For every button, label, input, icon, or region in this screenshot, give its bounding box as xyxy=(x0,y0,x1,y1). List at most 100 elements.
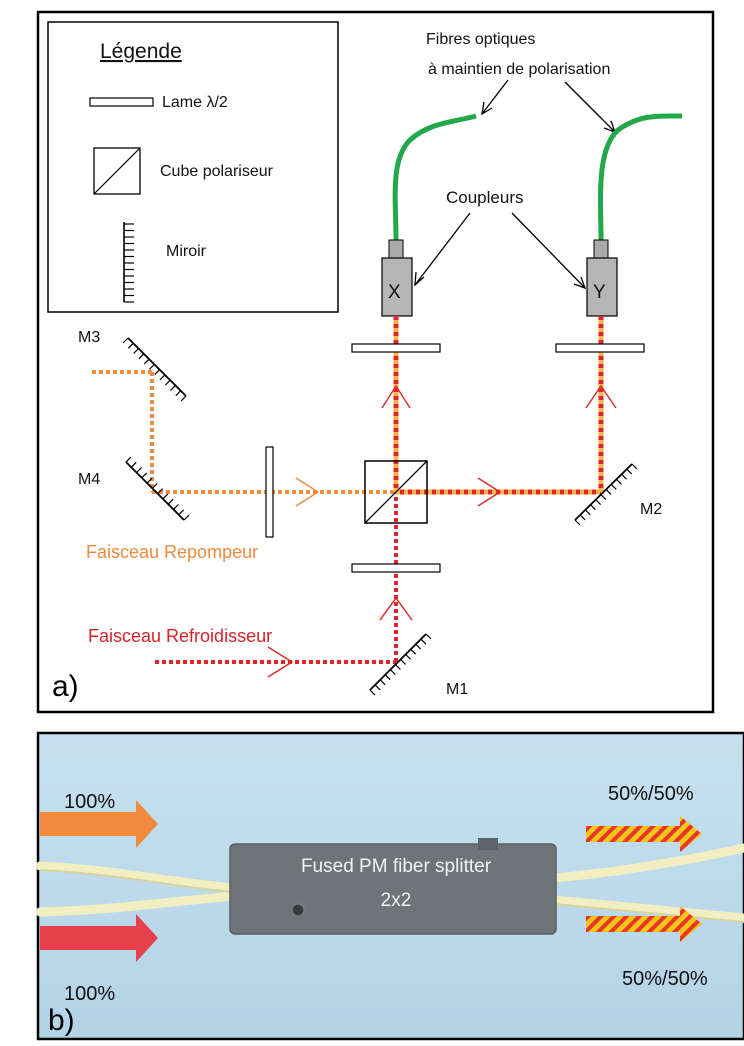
panel-b: Fused PM fiber splitter 2x2 100% 100% 50… xyxy=(35,731,744,1041)
mirror-hatch-tick xyxy=(157,488,164,495)
mirror-hatch-tick xyxy=(127,342,134,349)
fiber-label-line1: Fibres optiques xyxy=(426,31,535,48)
repumper-beam xyxy=(92,370,396,494)
mirror-hatch-tick xyxy=(389,669,396,676)
mirror-hatch-tick xyxy=(122,337,129,344)
output-arrow-bottom-icon xyxy=(586,906,702,942)
legend-item-polarizing-cube: Cube polariseur xyxy=(160,163,274,180)
mirror-hatch-tick xyxy=(154,369,161,376)
mirror-hatch-tick xyxy=(151,482,158,489)
cooler-beam xyxy=(155,492,398,664)
mirror-hatch-tick xyxy=(180,395,187,402)
fiber-label-arrow-left xyxy=(481,79,509,115)
splitter-label-line2: 2x2 xyxy=(381,890,412,911)
mirror-hatch-tick xyxy=(590,504,596,511)
mirror-hatch-tick xyxy=(369,689,376,696)
mirror-hatch-tick xyxy=(162,493,169,500)
legend-item-mirror: Miroir xyxy=(166,243,207,260)
mirror-hatch-tick xyxy=(148,363,155,370)
mirror-hatch-tick xyxy=(374,684,381,691)
mirror-hatch-tick xyxy=(183,514,190,521)
half-wave-plate-repumper xyxy=(265,446,274,538)
mirror-hatch-tick xyxy=(167,498,174,505)
polarizing-cube xyxy=(364,460,428,524)
splitter-screw-icon xyxy=(291,903,305,917)
output-arrow-top-icon xyxy=(586,816,702,852)
fiber-right xyxy=(598,113,683,241)
mirror-hatch-tick xyxy=(125,456,132,463)
mirror-hatch-tick xyxy=(420,638,427,645)
input-label-bottom: 100% xyxy=(64,983,115,1005)
legend-item-half-wave-plate: Lame λ/2 xyxy=(162,94,228,111)
coupler-y: Y xyxy=(586,239,618,317)
half-wave-plate-y xyxy=(555,343,645,353)
couplers-arrowhead-left xyxy=(414,271,425,287)
mirror-m1 xyxy=(369,633,432,696)
mirror-hatch-tick xyxy=(141,472,148,479)
mirror-hatch-tick xyxy=(574,519,581,526)
fiber-label-arrow-right xyxy=(564,81,616,133)
mirror-hatch-tick xyxy=(600,494,607,500)
output-label-top: 50%/50% xyxy=(608,783,694,805)
input-arrow-repumper-icon xyxy=(40,800,158,848)
couplers-arrow-right xyxy=(511,212,586,289)
splitter-label-line1: Fused PM fiber splitter xyxy=(301,856,492,877)
mirror-hatch-tick xyxy=(595,499,602,506)
panel-a-label: a) xyxy=(52,670,79,703)
half-wave-plate-x xyxy=(351,343,441,353)
input-arrow-cooler-icon xyxy=(40,914,158,962)
mirror-label-m3: M3 xyxy=(78,329,100,346)
mirror-hatch-tick xyxy=(130,461,137,468)
mirror-hatch-tick xyxy=(631,463,638,470)
coupler-y-label: Y xyxy=(593,282,606,303)
mirror-hatch-tick xyxy=(605,489,612,495)
mirror-hatch-tick xyxy=(405,653,412,660)
mirror-hatch-tick xyxy=(415,643,422,650)
mirror-hatch-tick xyxy=(170,385,176,391)
mirror-hatch-tick xyxy=(584,509,591,516)
splitter-fibers xyxy=(35,843,744,923)
mirror-hatch-tick xyxy=(146,477,153,484)
mirror-hatch-tick xyxy=(175,390,182,397)
mirror-hatch-tick xyxy=(138,353,145,360)
input-label-top: 100% xyxy=(64,791,115,813)
legend-mirror-icon xyxy=(123,222,134,303)
fiber-label-line2: à maintien de polarisation xyxy=(428,61,610,78)
mirror-hatch-tick xyxy=(410,648,417,655)
fiber-arrowhead-left xyxy=(481,101,493,116)
mirror-label-m2: M2 xyxy=(640,501,662,518)
mirror-hatch-tick xyxy=(621,473,627,480)
couplers-label: Coupleurs xyxy=(446,188,524,207)
mirror-hatch-tick xyxy=(384,674,391,681)
mirror-m4 xyxy=(125,456,190,521)
couplers-arrow-left xyxy=(414,212,471,286)
mirror-hatch-tick xyxy=(133,348,139,354)
beam-label-cooler: Faisceau Refroidisseur xyxy=(88,626,272,646)
direction-arrows xyxy=(267,384,617,678)
mirror-hatch-tick xyxy=(626,468,633,475)
mirror-m3 xyxy=(122,337,187,402)
legend-title: Légende xyxy=(100,40,182,63)
mirror-hatch-tick xyxy=(173,504,179,510)
mirror-hatch-tick xyxy=(178,509,185,516)
couplers-arrowhead-right xyxy=(573,276,587,290)
mirror-hatch-tick xyxy=(395,664,401,670)
panel-b-label: b) xyxy=(48,1004,75,1037)
mirror-hatch-tick xyxy=(616,478,622,485)
panel-a: Légende Lame λ/2 Cube polariseur Miroir … xyxy=(36,10,715,714)
splitter-body: Fused PM fiber splitter 2x2 xyxy=(229,838,557,935)
mirror-hatch-tick xyxy=(159,374,166,381)
mirror-hatch-tick xyxy=(610,483,617,490)
coupler-x: X xyxy=(381,239,413,317)
mirror-hatch-tick xyxy=(425,633,432,640)
output-label-bottom: 50%/50% xyxy=(622,968,708,990)
mirror-hatch-tick xyxy=(400,659,406,665)
legend-polarizing-cube-icon xyxy=(93,147,141,195)
mirror-hatch-tick xyxy=(164,379,171,386)
mirror-hatch-tick xyxy=(579,514,586,521)
half-wave-plate-cooler xyxy=(351,563,441,573)
mirror-hatch-tick xyxy=(379,679,386,686)
mirror-label-m1: M1 xyxy=(446,681,468,698)
mirror-hatch-tick xyxy=(143,358,150,365)
